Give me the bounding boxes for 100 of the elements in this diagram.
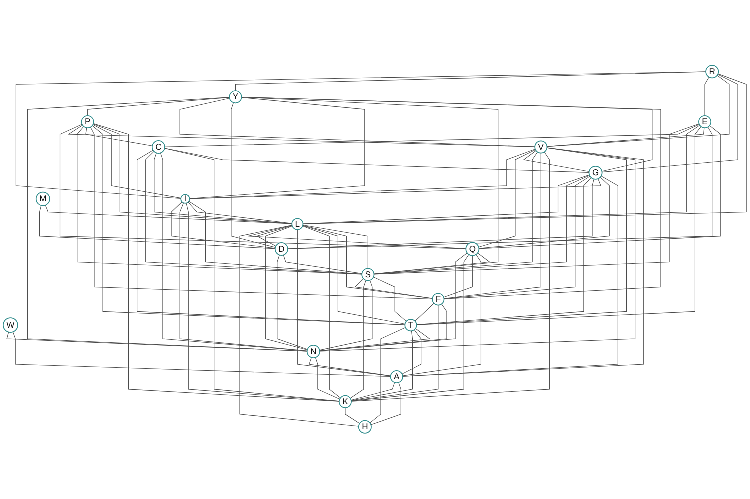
connector bbox=[283, 254, 362, 274]
connector bbox=[602, 74, 738, 173]
connector bbox=[186, 203, 340, 402]
connector bbox=[164, 148, 590, 173]
connector bbox=[351, 254, 470, 402]
connector bbox=[523, 150, 590, 172]
connector bbox=[240, 225, 360, 427]
connector bbox=[478, 150, 536, 248]
connector bbox=[164, 124, 700, 148]
node-circle: A bbox=[390, 370, 404, 384]
node-circle: F bbox=[432, 293, 445, 306]
connector bbox=[374, 152, 538, 275]
connector bbox=[444, 153, 542, 300]
node-circle: H bbox=[358, 420, 372, 434]
connector bbox=[171, 202, 276, 249]
connector bbox=[302, 174, 590, 224]
connector bbox=[88, 97, 230, 116]
connector bbox=[288, 127, 713, 250]
connector bbox=[351, 382, 396, 401]
connector bbox=[16, 72, 706, 200]
node-circle: N bbox=[306, 345, 320, 358]
connector bbox=[60, 124, 466, 250]
connector bbox=[137, 150, 406, 326]
connector bbox=[320, 252, 468, 352]
connector bbox=[444, 256, 473, 298]
connector bbox=[402, 330, 422, 374]
connector bbox=[309, 357, 392, 376]
connector bbox=[77, 126, 362, 275]
connector bbox=[374, 252, 491, 274]
connector bbox=[320, 304, 448, 352]
node-circle: L bbox=[292, 218, 304, 230]
connector bbox=[402, 176, 618, 377]
connector bbox=[297, 230, 392, 376]
connector bbox=[235, 72, 706, 92]
connector bbox=[277, 254, 308, 350]
connector bbox=[302, 224, 368, 269]
connector bbox=[351, 304, 439, 402]
connector bbox=[164, 148, 340, 402]
node-circle: W bbox=[3, 318, 18, 334]
connector bbox=[92, 126, 406, 326]
node-circle: P bbox=[81, 116, 94, 129]
connector bbox=[350, 280, 366, 399]
connector bbox=[190, 178, 602, 200]
connector bbox=[704, 77, 710, 116]
connector bbox=[351, 330, 414, 402]
connector bbox=[154, 152, 292, 224]
connector bbox=[28, 97, 308, 352]
connector bbox=[68, 125, 536, 148]
connector bbox=[248, 225, 466, 250]
connector bbox=[302, 74, 747, 224]
connector bbox=[414, 303, 434, 322]
connector bbox=[45, 205, 292, 224]
connector bbox=[320, 280, 373, 351]
connector bbox=[302, 225, 433, 299]
node-circle: Y bbox=[229, 90, 242, 104]
connector bbox=[315, 357, 340, 400]
connector bbox=[370, 382, 402, 426]
connector bbox=[231, 102, 276, 248]
connector bbox=[93, 124, 340, 402]
node-circle: D bbox=[274, 242, 288, 256]
connector bbox=[6, 332, 308, 352]
connector bbox=[86, 128, 153, 146]
connector bbox=[302, 125, 700, 224]
connector bbox=[190, 97, 366, 200]
connector bbox=[320, 328, 431, 352]
connector bbox=[370, 328, 406, 424]
connector bbox=[180, 202, 308, 352]
connector bbox=[444, 176, 591, 300]
connector bbox=[302, 226, 406, 325]
node-circle: R bbox=[706, 65, 720, 79]
connector bbox=[478, 126, 722, 250]
connector bbox=[402, 254, 482, 376]
node-circle: Q bbox=[466, 242, 480, 256]
connector bbox=[160, 152, 308, 352]
connector bbox=[39, 205, 276, 250]
connector bbox=[320, 148, 636, 352]
connector bbox=[242, 96, 662, 300]
connector bbox=[546, 75, 730, 148]
connector bbox=[374, 124, 700, 275]
node-circle: G bbox=[588, 166, 603, 180]
node-circle: S bbox=[362, 268, 375, 282]
connector bbox=[242, 97, 499, 274]
connector bbox=[256, 226, 293, 247]
connector bbox=[146, 151, 362, 275]
connector bbox=[90, 127, 433, 300]
connector bbox=[546, 128, 705, 148]
node-circle: E bbox=[698, 116, 712, 129]
connector bbox=[188, 202, 292, 224]
connector bbox=[373, 276, 407, 322]
connector bbox=[351, 152, 550, 402]
connector bbox=[12, 332, 392, 378]
node-circle: T bbox=[404, 319, 418, 332]
connector bbox=[416, 126, 702, 326]
node-circle: V bbox=[534, 140, 548, 154]
connector bbox=[93, 124, 292, 224]
connector bbox=[302, 226, 341, 398]
connector bbox=[402, 148, 644, 377]
connector bbox=[265, 226, 308, 350]
node-circle: C bbox=[152, 140, 166, 154]
connector bbox=[478, 177, 610, 249]
